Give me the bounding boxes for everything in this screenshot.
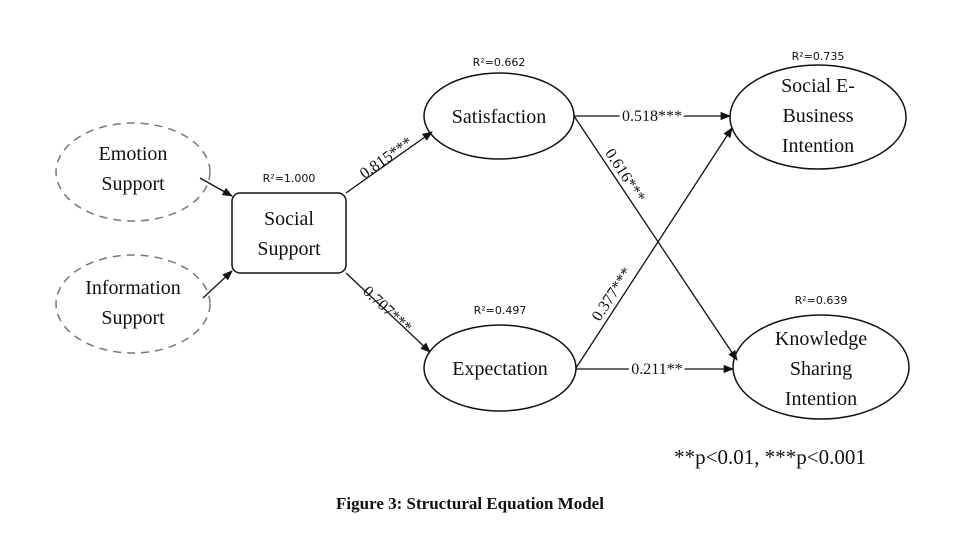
social-ebusiness-r2: R²=0.735: [792, 50, 845, 63]
social-support-node: [231, 192, 347, 274]
social-support-label-line1: Social: [264, 208, 314, 230]
emotion-support-label-line1: Emotion: [99, 143, 168, 165]
knowledge-sharing-r2: R²=0.639: [795, 294, 848, 307]
significance-note: **p<0.01, ***p<0.001: [674, 445, 866, 469]
figure-caption: Figure 3: Structural Equation Model: [336, 494, 604, 513]
support-to-satisfaction-coef: 0.815***: [357, 134, 416, 182]
satisfaction-to-knowledge-arrow: [573, 115, 738, 361]
knowledge-sharing-label-line1: Knowledge: [775, 328, 867, 350]
social-support-label-line2: Support: [257, 238, 321, 260]
support-to-satisfaction-arrow: [345, 131, 433, 194]
support-to-expectation-arrow: [345, 272, 431, 353]
support-to-expectation-coef: 0.707***: [359, 283, 414, 336]
information-to-social-arrow: [202, 270, 233, 299]
expectation-to-knowledge-coef: 0.211**: [631, 361, 682, 378]
emotion-support-node: [55, 122, 211, 222]
expectation-to-ebusiness-coef: 0.377***: [589, 265, 636, 325]
information-support-label-line1: Information: [85, 277, 181, 299]
emotion-support-label-line2: Support: [101, 173, 165, 195]
knowledge-sharing-label-line3: Intention: [785, 388, 857, 410]
social-support-r2: R²=1.000: [263, 172, 316, 185]
expectation-label: Expectation: [452, 358, 548, 380]
information-support-node: [55, 254, 211, 354]
satisfaction-to-ebusiness-coef: 0.518***: [622, 108, 682, 125]
knowledge-sharing-label-line2: Sharing: [790, 358, 852, 380]
social-ebusiness-label-line1: Social E-: [781, 75, 855, 97]
expectation-r2: R²=0.497: [474, 304, 527, 317]
satisfaction-label: Satisfaction: [452, 106, 546, 128]
satisfaction-r2: R²=0.662: [473, 56, 526, 69]
information-support-label-line2: Support: [101, 307, 165, 329]
satisfaction-to-knowledge-coef: 0.616***: [601, 146, 648, 206]
social-ebusiness-label-line2: Business: [782, 105, 853, 127]
social-ebusiness-label-line3: Intention: [782, 135, 854, 157]
emotion-to-social-arrow: [199, 177, 233, 197]
expectation-to-ebusiness-arrow: [575, 127, 733, 369]
